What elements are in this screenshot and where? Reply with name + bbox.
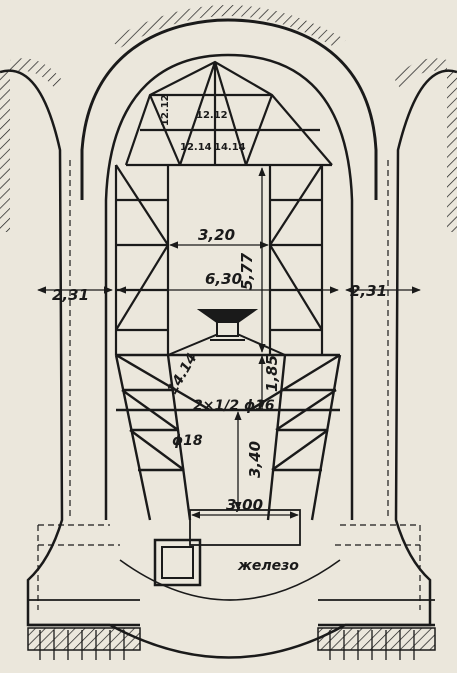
dim-middle-height: 1,85 bbox=[263, 355, 281, 392]
member-crown-low-right: 14.14 bbox=[214, 142, 246, 153]
intrados-arch bbox=[104, 53, 354, 520]
iron-block bbox=[153, 509, 301, 587]
member-diameter: ϕ18 bbox=[172, 433, 203, 449]
member-crown-left: 12.12 bbox=[160, 94, 171, 126]
right-tower bbox=[268, 164, 324, 355]
member-crown-low-left: 12.14 bbox=[180, 142, 212, 153]
crown-truss bbox=[124, 60, 333, 167]
dim-lower-height: 3,40 bbox=[246, 441, 264, 478]
lifting-jack bbox=[196, 309, 259, 341]
foundation-piles-right bbox=[317, 627, 436, 660]
dim-right-wall: 2,31 bbox=[350, 282, 387, 300]
outer-left-wall bbox=[0, 69, 110, 627]
lower-right-leg bbox=[266, 354, 342, 521]
left-tower bbox=[114, 164, 170, 355]
invert-inner bbox=[119, 559, 341, 601]
member-crown-center: 12.12 bbox=[196, 110, 228, 121]
material-label: железо bbox=[237, 558, 299, 574]
dim-span: 6,30 bbox=[205, 270, 242, 288]
foundation-piles-left bbox=[27, 627, 141, 660]
dim-bottom-width: 3,00 bbox=[226, 496, 263, 514]
member-rods: 2×1/2 ϕ16 bbox=[193, 398, 275, 414]
tunnel-lining bbox=[0, 18, 457, 659]
dim-upper-height: 5,77 bbox=[238, 252, 256, 290]
dim-left-wall: 2,31 bbox=[52, 286, 89, 304]
dashed-footing-left bbox=[37, 524, 120, 610]
dashed-footing-right bbox=[335, 524, 421, 610]
lower-left-leg bbox=[114, 354, 192, 521]
dim-upper-width: 3,20 bbox=[198, 226, 235, 244]
support-frame bbox=[114, 60, 342, 521]
extrados-arch bbox=[80, 18, 378, 200]
dimension-lines bbox=[37, 167, 421, 519]
outer-right-wall bbox=[345, 69, 457, 627]
ground-hatching bbox=[0, 5, 457, 232]
bottom-invert bbox=[109, 623, 346, 659]
